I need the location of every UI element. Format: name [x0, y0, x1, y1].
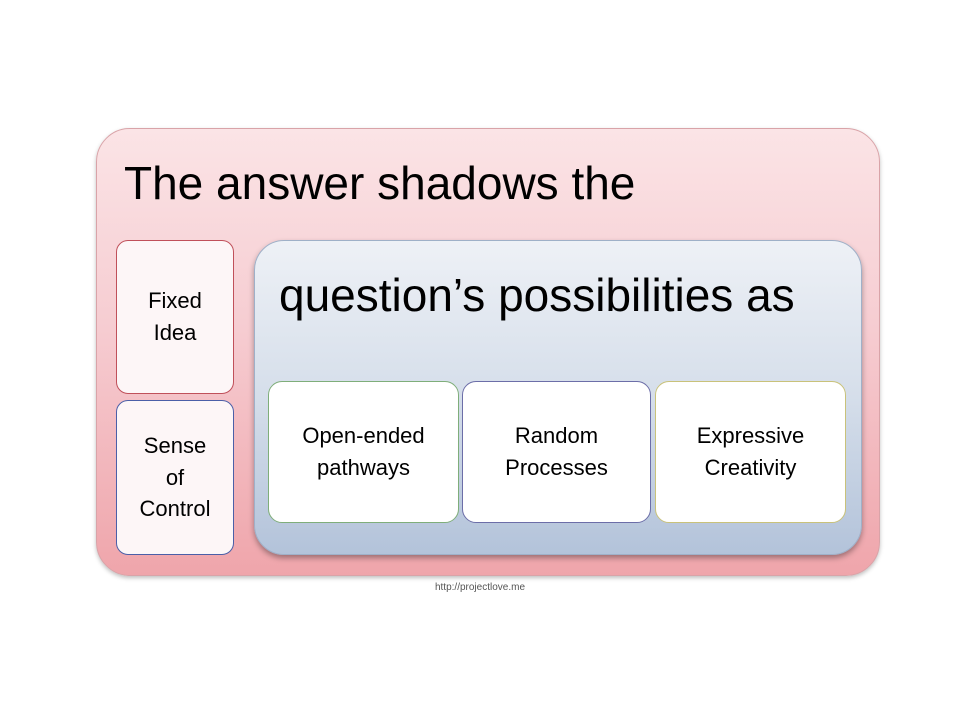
sense-of-control-box: Sense of Control: [116, 400, 234, 555]
card-line2: Processes: [505, 455, 608, 480]
card-line1: Open-ended: [302, 423, 425, 449]
card-open-ended-pathways: Open-ended pathways: [268, 381, 459, 523]
diagram-subtitle: question’s possibilities as: [279, 269, 795, 321]
card-expressive-creativity: Expressive Creativity: [655, 381, 846, 523]
sense-of-control-line2: of: [165, 464, 185, 490]
fixed-idea-line2: Idea: [153, 320, 197, 345]
credit-url: http://projectlove.me: [434, 582, 526, 593]
card-line2: pathways: [317, 455, 410, 480]
sense-of-control-line3: Control: [139, 496, 211, 522]
card-random-processes: Random Processes: [462, 381, 651, 523]
fixed-idea-line1: Fixed: [148, 288, 202, 314]
fixed-idea-box: Fixed Idea: [116, 240, 234, 394]
sense-of-control-line1: Sense: [143, 432, 207, 458]
card-line1: Expressive: [696, 423, 805, 449]
diagram-title: The answer shadows the: [124, 157, 636, 209]
card-line1: Random: [514, 423, 599, 449]
card-line2: Creativity: [704, 455, 797, 480]
